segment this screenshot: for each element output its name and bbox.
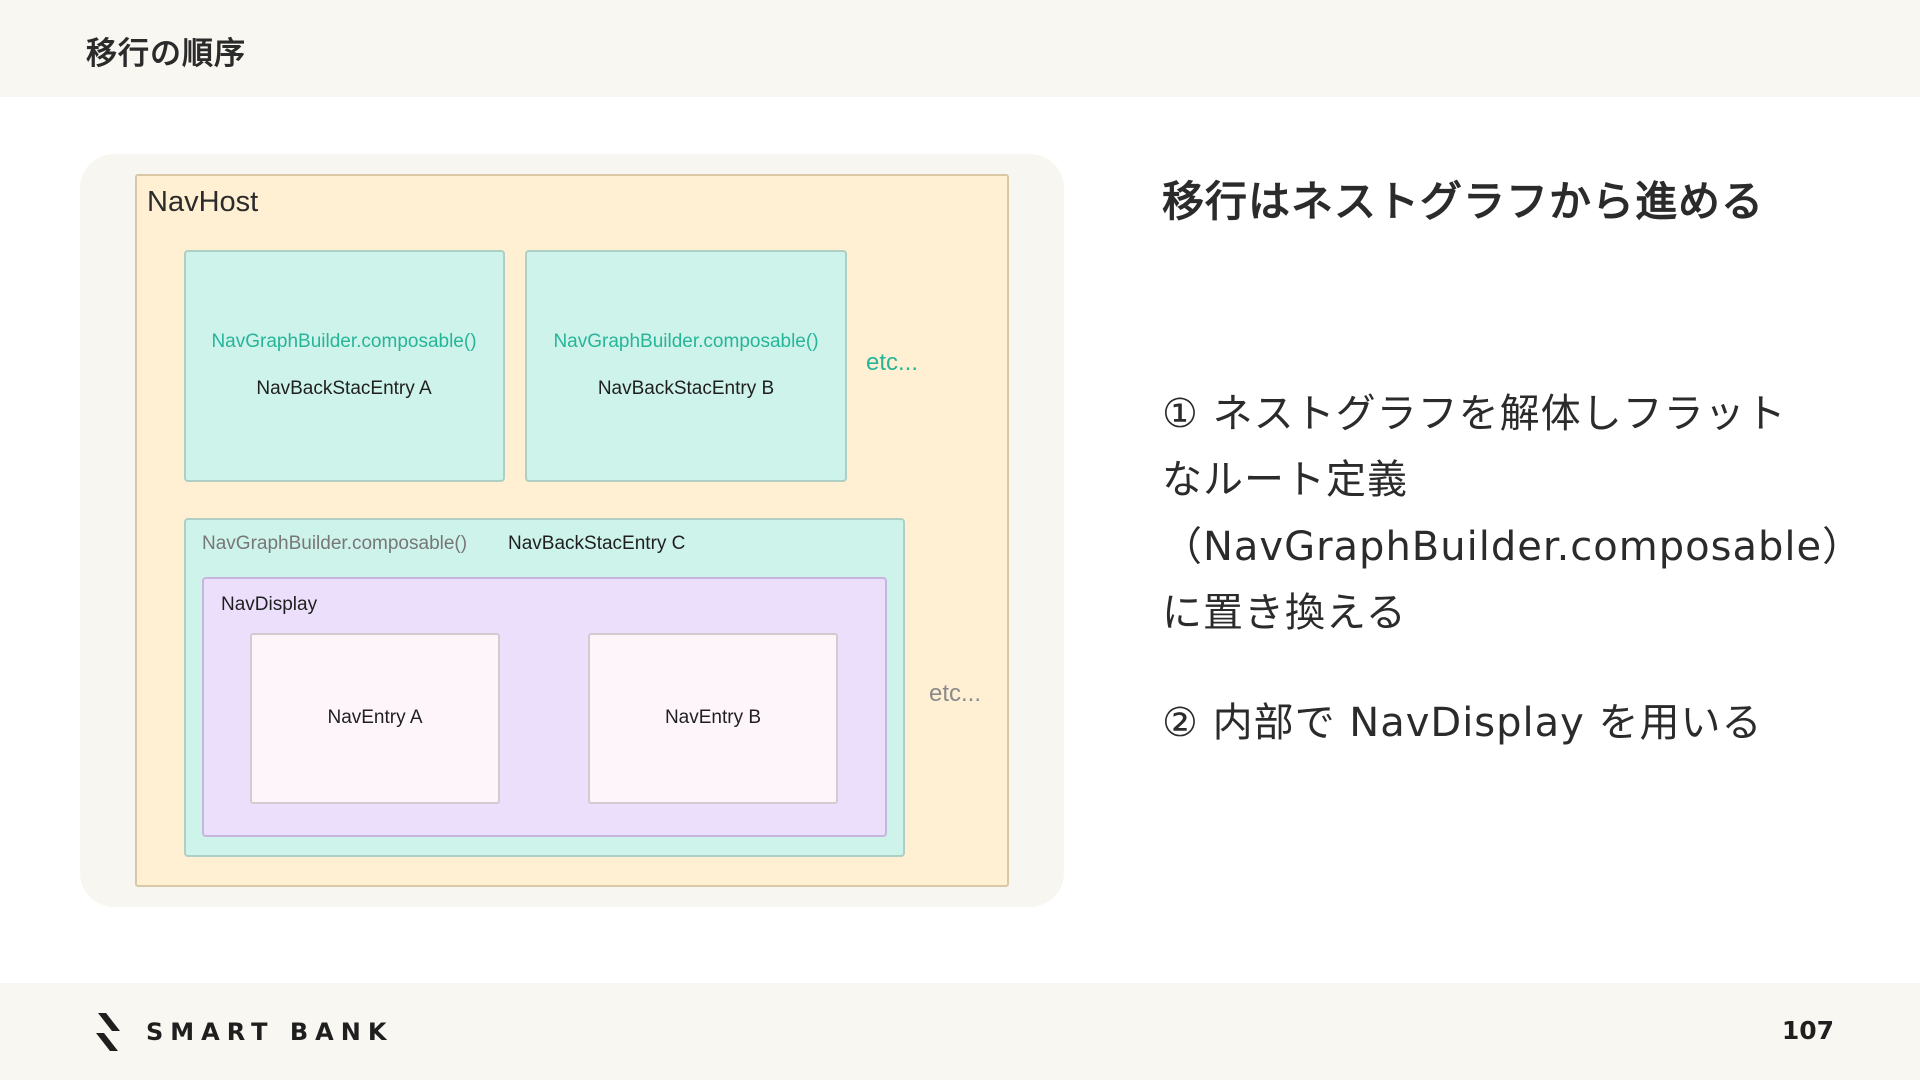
entry-a-name: NavBackStacEntry A — [256, 378, 432, 399]
etc-label-bottom: etc... — [929, 680, 982, 707]
entry-a-composable-label: NavGraphBuilder.composable() — [211, 331, 477, 352]
page-number: 107 — [1781, 1016, 1834, 1045]
navhost-label: NavHost — [147, 186, 259, 218]
slide-footer — [0, 983, 1920, 1080]
naventry-b-label: NavEntry B — [664, 707, 762, 728]
backstack-entry-b-box — [525, 250, 847, 482]
entry-b-composable-label: NavGraphBuilder.composable() — [553, 331, 819, 352]
step1-line3: （NavGraphBuilder.composable） — [1162, 524, 1864, 570]
etc-label-top: etc... — [866, 349, 919, 376]
main-heading: 移行はネストグラフから進める — [1162, 177, 1765, 226]
backstack-entry-a-box — [184, 250, 505, 482]
step2-text: ② 内部で NavDisplay を用いる — [1162, 700, 1763, 746]
naventry-a-box — [250, 633, 500, 804]
step1-line4: に置き換える — [1162, 590, 1407, 636]
slide-header — [0, 0, 1920, 97]
logo-text: SMART BANK — [146, 1018, 394, 1046]
company-logo: SMART BANK — [92, 1011, 393, 1053]
section-title: 移行の順序 — [86, 36, 246, 72]
naventry-a-label: NavEntry A — [327, 707, 423, 728]
naventry-b-box — [588, 633, 838, 804]
step1-line2: なルート定義 — [1162, 457, 1408, 503]
smartbank-logo-icon — [96, 1013, 120, 1051]
entry-c-composable-label: NavGraphBuilder.composable() — [202, 533, 468, 554]
entry-b-name: NavBackStacEntry B — [597, 378, 775, 399]
navdisplay-label: NavDisplay — [221, 594, 318, 615]
entry-c-name: NavBackStacEntry C — [508, 533, 686, 554]
step1-line1: ① ネストグラフを解体しフラット — [1162, 391, 1787, 437]
